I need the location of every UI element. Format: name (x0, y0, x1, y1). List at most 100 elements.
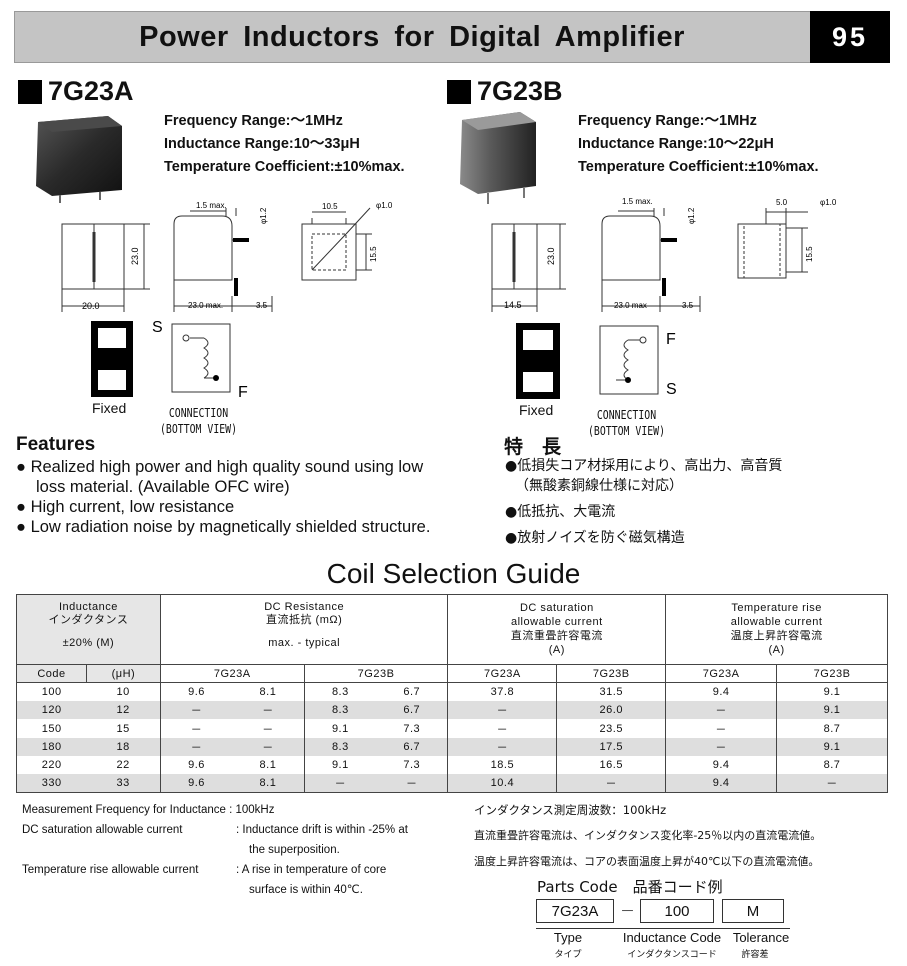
fixed-label: Fixed (92, 400, 127, 416)
cell: 9.4 (665, 755, 778, 775)
cell: 8.3 (304, 682, 377, 702)
pin-label-upper: F (666, 331, 676, 348)
cell: 12 (86, 701, 161, 720)
note-line: Temperature rise allowable current: A ri… (22, 864, 387, 876)
col-temp-7g23a: 7G23A (665, 663, 778, 684)
pin-circle-icon (182, 334, 190, 342)
cell: 8.7 (776, 719, 888, 738)
cell: 8.1 (232, 682, 305, 702)
dim-label: 5.0 (776, 198, 788, 207)
spec-temp-coef: Temperature Coefficient:±10%max. (578, 159, 819, 175)
dim-label: 3.5 (682, 301, 694, 310)
pin-7g23b (662, 278, 666, 296)
cell: 9.6 (160, 682, 233, 702)
header-line: 温度上昇許容電流 (730, 630, 823, 642)
cell: － (665, 719, 778, 738)
cell: － (776, 774, 888, 794)
dimension-drawing-7g23a (61, 207, 372, 312)
cell: － (556, 774, 667, 794)
notes-en: Measurement Frequency for Inductance : 1… (22, 800, 472, 900)
cell: 8.3 (304, 701, 377, 720)
model-7g23a-title: 7G23A (18, 76, 134, 107)
features-jp-title: 特 長 (504, 436, 562, 458)
table-subheader-row: Code (μH) 7G23A 7G23B 7G23A 7G23B 7G23A … (16, 663, 888, 684)
cell: 9.1 (776, 701, 888, 720)
dim-label: 1.5 max. (196, 201, 227, 210)
temp-rise-header: Temperature rise allowable current 温度上昇許… (665, 594, 888, 665)
model-7g23b-title: 7G23B (447, 76, 563, 107)
parts-code-tolerance-box: M (722, 899, 784, 923)
cell: － (447, 737, 558, 756)
spec-list-7g23a: Frequency Range:～1MHz Inductance Range:1… (164, 110, 405, 179)
dim-label: 1.5 max. (622, 197, 653, 206)
header-line: DC saturation (519, 602, 594, 614)
cell: 7.3 (376, 755, 449, 775)
parts-code-dash: － (620, 903, 636, 920)
col-code: Code (16, 663, 87, 684)
cell: 15 (86, 719, 161, 738)
dim-label: 23.0 (546, 247, 556, 265)
feature-jp-item: （無酸素銅線仕様に対応） (515, 478, 683, 494)
cell: 37.8 (447, 682, 558, 702)
dim-label: 3.5 (256, 301, 268, 310)
feature-item: loss material. (Available OFC wire) (36, 478, 290, 496)
page-title: Power Inductors for Digital Amplifier (139, 20, 685, 53)
features-title: Features (16, 434, 96, 455)
dc-saturation-header: DC saturation allowable current 直流重畳許容電流… (447, 594, 667, 665)
cell: 9.6 (160, 755, 233, 775)
note-line: the superposition. (249, 844, 340, 856)
fixed-symbol-7g23a (91, 321, 133, 397)
dim-label: 15.5 (369, 246, 378, 262)
dim-label: 14.5 (504, 300, 522, 310)
cell: 6.7 (376, 682, 449, 702)
connection-label-line: CONNECTION (168, 406, 229, 420)
header-line: Temperature rise (731, 602, 822, 614)
pin-dot-icon (213, 375, 219, 381)
connection-diagram-7g23a (171, 323, 231, 393)
cell: 6.7 (376, 701, 449, 720)
header-line: インダクタンス (48, 614, 129, 626)
dim-label: 10.5 (322, 202, 338, 211)
spec-list-7g23b: Frequency Range:～1MHz Inductance Range:1… (578, 110, 819, 179)
note-line: surface is within 40℃. (249, 884, 363, 896)
cell: － (232, 737, 305, 756)
header-line: 直流重畳許容電流 (510, 630, 603, 642)
parts-code-tolerance-label: Tolerance (732, 930, 790, 945)
cell: 8.1 (232, 755, 305, 775)
feature-item: ● Realized high power and high quality s… (16, 458, 424, 476)
cell: － (160, 737, 233, 756)
pin-label-lower: S (666, 381, 677, 398)
pin-label-upper: S (152, 319, 163, 336)
cell: － (447, 701, 558, 720)
cell: － (304, 774, 377, 794)
cell: 100 (16, 682, 87, 702)
cell: 10 (86, 682, 161, 702)
connection-label-7g23b: CONNECTION (BOTTOM VIEW) (588, 407, 665, 439)
inductance-header: Inductance インダクタンス ±20% (M) (16, 594, 161, 665)
cell: － (447, 719, 558, 738)
cell: － (160, 701, 233, 720)
cell: 180 (16, 737, 87, 756)
dim-label: 15.5 (805, 246, 814, 262)
notes-jp: インダクタンス測定周波数：100kHz 直流重畳許容電流は、インダクタンス変化率… (474, 800, 821, 872)
dim-label: 20.0 (82, 301, 100, 311)
features-jp-list: ●低損失コア材採用により、高出力、高音質 （無酸素銅線仕様に対応） ●低抵抗、大… (505, 456, 782, 548)
header-line: allowable current (511, 616, 603, 628)
spec-temp-coef: Temperature Coefficient:±10%max. (164, 159, 405, 175)
col-dcr-7g23b: 7G23B (304, 663, 449, 684)
cell: 150 (16, 719, 87, 738)
cell: 22 (86, 755, 161, 775)
spec-inductance: Inductance Range:10～33μH (164, 136, 360, 152)
cell: － (665, 737, 778, 756)
page-number: 95 (810, 11, 890, 63)
cell: 9.1 (304, 719, 377, 738)
header-line: ±20% (M) (62, 637, 115, 649)
feature-jp-item: ●低抵抗、大電流 (505, 504, 616, 520)
cell: － (665, 701, 778, 720)
dim-label: φ1.2 (259, 207, 268, 224)
feature-item: ● Low radiation noise by magnetically sh… (16, 518, 431, 536)
guide-title: Coil Selection Guide (326, 558, 581, 589)
cell: 9.6 (160, 774, 233, 794)
